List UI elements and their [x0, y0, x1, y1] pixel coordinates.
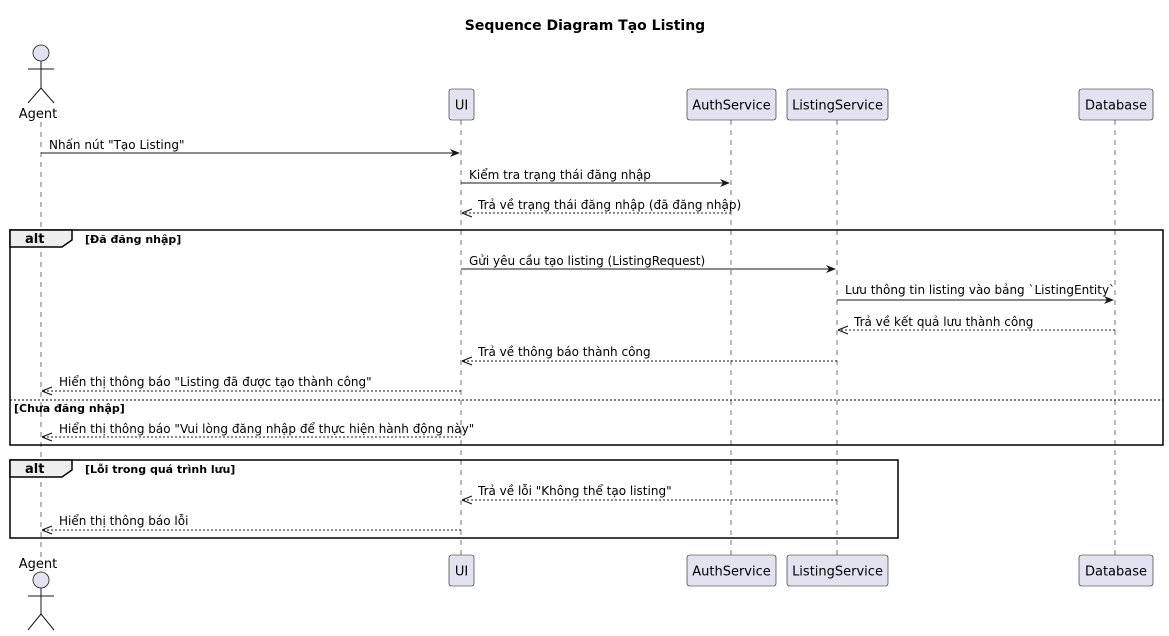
participant-database-top: Database [1078, 88, 1154, 121]
message-label: Trả về lỗi "Không thể tạo listing" [477, 484, 672, 498]
message-3: Trả về trạng thái đăng nhập (đã đăng nhậ… [463, 198, 741, 213]
participant-listingservice-bottom: ListingService [786, 554, 889, 587]
message-label: Nhấn nút "Tạo Listing" [49, 138, 185, 152]
participant-label: AuthService [692, 99, 771, 114]
message-8: Hiển thị thông báo "Listing đã được tạo … [43, 375, 461, 391]
participant-label: ListingService [792, 99, 883, 114]
fragment-guard: [Đã đăng nhập] [85, 233, 181, 246]
fragment-alt-1: alt [Đã đăng nhập] [Chưa đăng nhập] [9, 229, 1164, 446]
message-10: Trả về lỗi "Không thể tạo listing" [463, 484, 837, 500]
message-11: Hiển thị thông báo lỗi [43, 514, 461, 530]
fragment-else-guard: [Chưa đăng nhập] [14, 402, 125, 415]
message-label: Trả về thông báo thành công [477, 345, 651, 359]
actor-agent-bottom: Agent [19, 557, 57, 631]
participant-label: Agent [19, 557, 57, 572]
participant-listingservice-top: ListingService [786, 88, 889, 121]
message-label: Hiển thị thông báo "Listing đã được tạo … [59, 375, 372, 389]
message-9: Hiển thị thông báo "Vui lòng đăng nhập đ… [43, 422, 474, 437]
participant-label: Database [1085, 99, 1147, 114]
diagram-title: Sequence Diagram Tạo Listing [465, 18, 705, 34]
message-label: Gửi yêu cầu tạo listing (ListingRequest) [469, 254, 705, 268]
participant-authservice-bottom: AuthService [686, 554, 777, 587]
fragment-keyword: alt [25, 232, 44, 247]
message-label: Hiển thị thông báo "Vui lòng đăng nhập đ… [59, 422, 474, 436]
participant-ui-bottom: UI [448, 554, 475, 587]
fragment-alt-2: alt [Lỗi trong quá trình lưu] [9, 459, 899, 539]
message-5: Lưu thông tin listing vào bảng `ListingE… [837, 283, 1115, 304]
message-label: Hiển thị thông báo lỗi [59, 514, 188, 528]
message-6: Trả về kết quả lưu thành công [839, 315, 1115, 330]
participant-label: Agent [19, 107, 57, 122]
participant-label: UI [455, 565, 468, 580]
actor-agent-top: Agent [19, 44, 57, 122]
message-2: Kiểm tra trạng thái đăng nhập [461, 168, 730, 187]
participant-label: UI [455, 99, 468, 114]
message-label: Kiểm tra trạng thái đăng nhập [469, 168, 651, 182]
participant-ui-top: UI [448, 88, 475, 121]
participant-label: AuthService [692, 565, 771, 580]
message-4: Gửi yêu cầu tạo listing (ListingRequest) [461, 254, 836, 273]
message-label: Lưu thông tin listing vào bảng `ListingE… [845, 283, 1115, 297]
fragment-keyword: alt [25, 462, 44, 477]
participant-label: Database [1085, 565, 1147, 580]
message-7: Trả về thông báo thành công [463, 345, 837, 361]
actor-icon [27, 571, 55, 631]
participant-authservice-top: AuthService [686, 88, 777, 121]
participant-label: ListingService [792, 565, 883, 580]
participant-database-bottom: Database [1078, 554, 1154, 587]
fragment-guard: [Lỗi trong quá trình lưu] [85, 463, 235, 476]
message-label: Trả về trạng thái đăng nhập (đã đăng nhậ… [477, 198, 741, 212]
actor-icon [27, 44, 55, 104]
message-label: Trả về kết quả lưu thành công [853, 315, 1033, 329]
message-1: Nhấn nút "Tạo Listing" [41, 138, 460, 157]
